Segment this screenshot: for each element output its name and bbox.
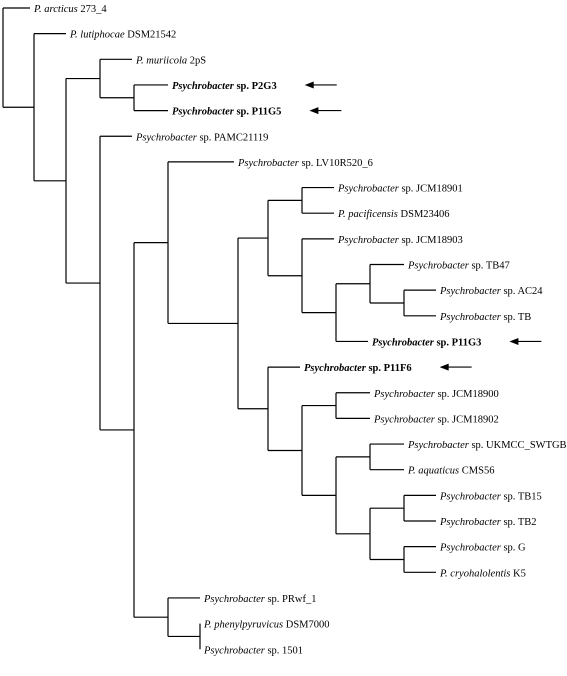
taxon-strain: sp. PAMC21119: [197, 132, 268, 143]
taxon-genus: P. pacificensis: [337, 209, 398, 220]
taxon-genus: Psychrobacter: [372, 337, 435, 348]
taxon-strain: sp. LV10R520_6: [299, 158, 373, 169]
taxon-genus: Psychrobacter: [172, 81, 235, 92]
taxon-labels: P. arcticus 273_4P. lutiphocae DSM21542P…: [33, 4, 567, 656]
taxon-genus: Psychrobacter: [439, 517, 502, 528]
taxon-strain: 273_4: [78, 4, 108, 15]
taxon-genus: Psychrobacter: [337, 184, 400, 195]
taxon-strain: sp. UKMCC_SWTGB2: [469, 440, 567, 451]
taxon-label: Psychrobacter sp. 1501: [203, 645, 303, 656]
taxon-strain: sp. P11F6: [366, 363, 412, 374]
taxon-label: P. aquaticus CMS56: [407, 466, 494, 477]
taxon-label: P. phenylpyruvicus DSM7000: [203, 620, 330, 631]
taxon-label: Psychrobacter sp. LV10R520_6: [237, 158, 373, 169]
taxon-genus: Psychrobacter: [439, 312, 502, 323]
taxon-genus: Psychrobacter: [135, 132, 198, 143]
taxon-genus: Psychrobacter: [373, 414, 436, 425]
taxon-genus: Psychrobacter: [304, 363, 367, 374]
taxon-label: Psychrobacter sp. TB47: [407, 261, 510, 272]
taxon-genus: Psychrobacter: [373, 389, 436, 400]
taxon-genus: P. aquaticus: [407, 466, 459, 477]
taxon-strain: sp. TB15: [501, 491, 542, 502]
taxon-genus: P. phenylpyruvicus: [203, 620, 283, 631]
taxon-label: Psychrobacter sp. TB2: [439, 517, 537, 528]
taxon-genus: Psychrobacter: [407, 440, 470, 451]
taxon-genus: P. arcticus: [33, 4, 78, 15]
taxon-strain: sp. JCM18901: [399, 184, 463, 195]
taxon-strain: CMS56: [459, 466, 494, 477]
taxon-strain: sp. AC24: [501, 286, 543, 297]
taxon-genus: Psychrobacter: [203, 594, 266, 605]
taxon-label: Psychrobacter sp. G: [439, 543, 526, 554]
taxon-label: Psychrobacter sp. PRwf_1: [203, 594, 316, 605]
taxon-genus: Psychrobacter: [439, 286, 502, 297]
left-arrow-icon: [304, 81, 337, 89]
taxon-genus: P. cryohalolentis: [439, 568, 510, 579]
taxon-strain: sp. JCM18903: [399, 235, 463, 246]
taxon-genus: Psychrobacter: [237, 158, 300, 169]
taxon-strain: sp. P11G5: [234, 107, 282, 118]
taxon-strain: K5: [510, 568, 525, 579]
taxon-label: P. lutiphocae DSM21542: [69, 30, 176, 41]
taxon-label: P. arcticus 273_4: [33, 4, 107, 15]
taxon-strain: sp. TB2: [501, 517, 537, 528]
highlight-arrows: [304, 81, 542, 371]
taxon-strain: sp. TB47: [469, 261, 510, 272]
taxon-label: Psychrobacter sp. JCM18903: [337, 235, 463, 246]
left-arrow-icon: [309, 107, 342, 115]
taxon-genus: Psychrobacter: [439, 543, 502, 554]
taxon-strain: sp. P11G3: [434, 337, 482, 348]
taxon-label: Psychrobacter sp. P11G3: [372, 337, 481, 348]
left-arrow-icon: [439, 363, 472, 371]
taxon-strain: sp. G: [501, 543, 526, 554]
taxon-label: P. pacificensis DSM23406: [337, 209, 450, 220]
taxon-label: Psychrobacter sp. P2G3: [172, 81, 277, 92]
left-arrow-icon: [509, 337, 542, 345]
taxon-genus: Psychrobacter: [407, 261, 470, 272]
taxon-strain: sp. JCM18902: [435, 414, 499, 425]
taxon-label: Psychrobacter sp. P11F6: [304, 363, 412, 374]
taxon-label: Psychrobacter sp. TB: [439, 312, 531, 323]
taxon-strain: sp. TB: [501, 312, 531, 323]
taxon-strain: sp. P2G3: [234, 81, 277, 92]
taxon-label: Psychrobacter sp. JCM18902: [373, 414, 499, 425]
taxon-genus: Psychrobacter: [439, 491, 502, 502]
taxon-genus: Psychrobacter: [172, 107, 235, 118]
taxon-label: Psychrobacter sp. AC24: [439, 286, 543, 297]
tree-branches: [2, 7, 436, 650]
taxon-label: Psychrobacter sp. PAMC21119: [135, 132, 268, 143]
taxon-genus: Psychrobacter: [337, 235, 400, 246]
taxon-strain: sp. JCM18900: [435, 389, 499, 400]
taxon-genus: P. lutiphocae: [69, 30, 125, 41]
taxon-strain: DSM21542: [125, 30, 177, 41]
taxon-label: Psychrobacter sp. P11G5: [172, 107, 281, 118]
taxon-strain: DSM7000: [283, 620, 329, 631]
taxon-label: Psychrobacter sp. TB15: [439, 491, 542, 502]
taxon-genus: Psychrobacter: [203, 645, 266, 656]
taxon-label: Psychrobacter sp. UKMCC_SWTGB2: [407, 440, 567, 451]
taxon-strain: sp. 1501: [265, 645, 303, 656]
taxon-label: Psychrobacter sp. JCM18901: [337, 184, 463, 195]
taxon-label: Psychrobacter sp. JCM18900: [373, 389, 499, 400]
taxon-label: P. cryohalolentis K5: [439, 568, 526, 579]
taxon-genus: P. muriicola: [135, 55, 187, 66]
taxon-strain: 2pS: [187, 55, 206, 66]
taxon-strain: DSM23406: [398, 209, 450, 220]
taxon-label: P. muriicola 2pS: [135, 55, 206, 66]
taxon-strain: sp. PRwf_1: [265, 594, 317, 605]
